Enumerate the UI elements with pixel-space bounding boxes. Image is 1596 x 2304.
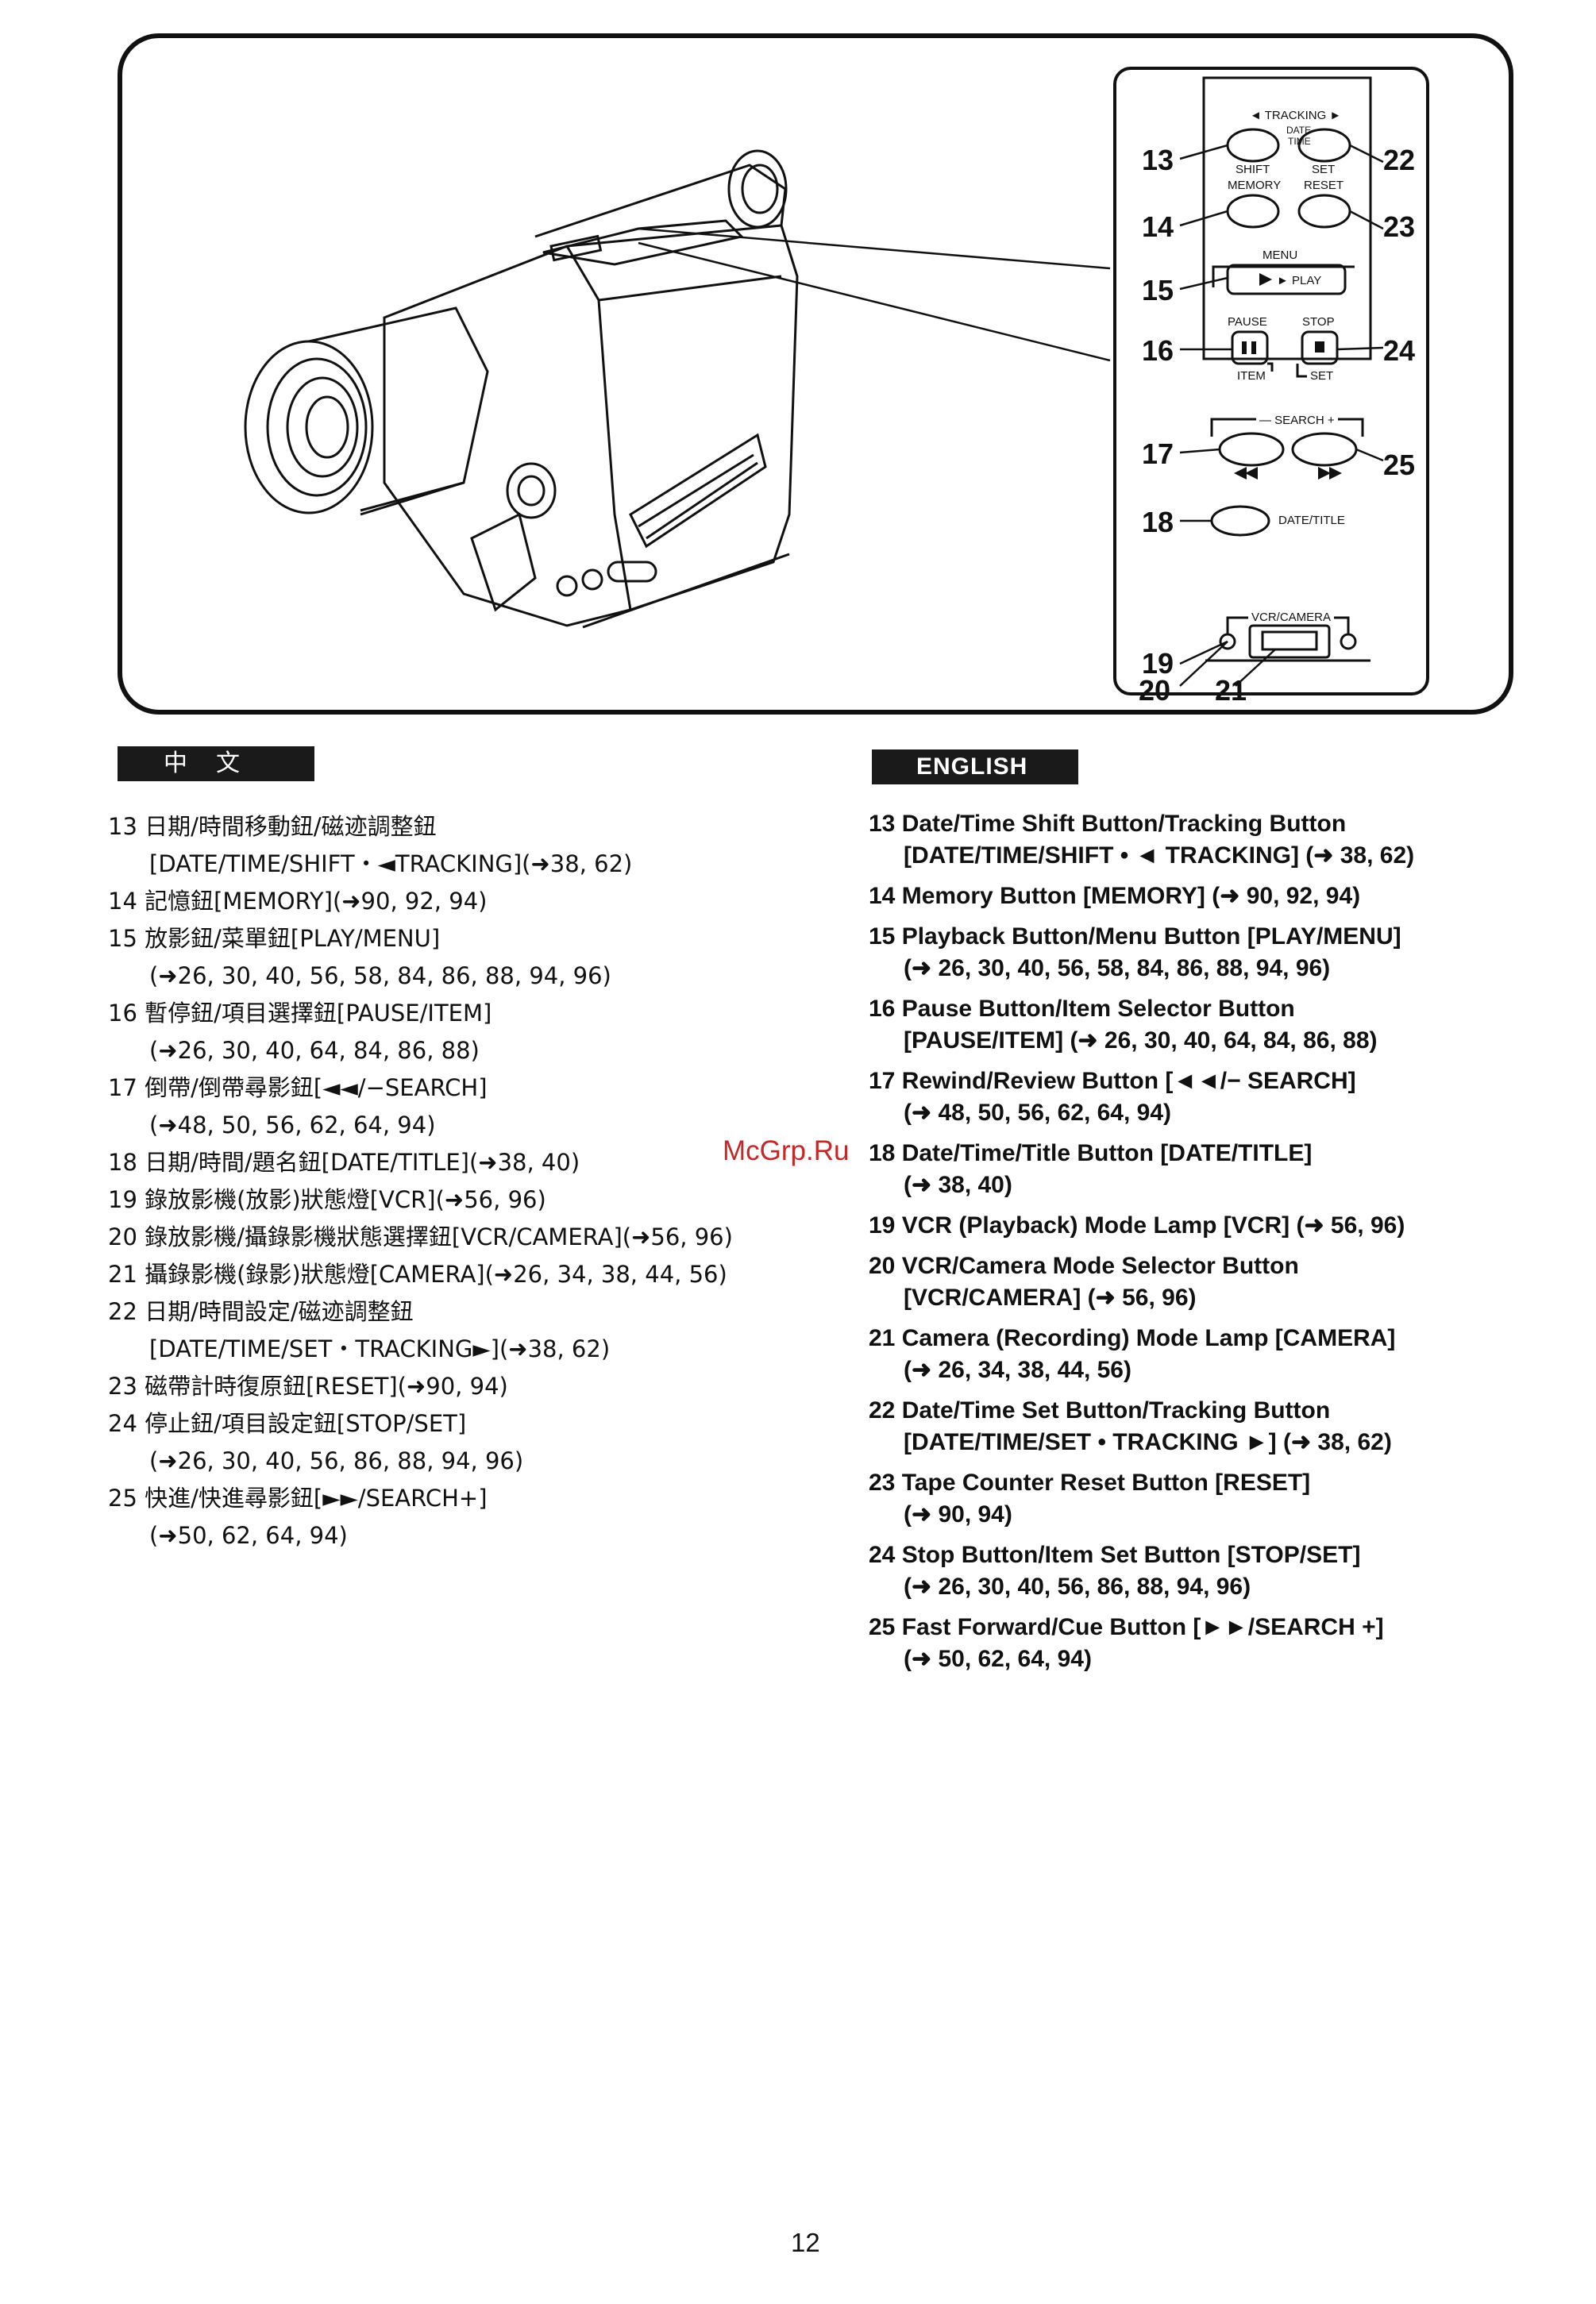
english-button-list: 13 Date/Time Shift Button/Tracking Butto… <box>869 808 1567 1684</box>
callout-13: 13 <box>1142 144 1174 176</box>
label-tracking: ◄ TRACKING ► <box>1250 109 1342 122</box>
list-item: 19 錄放影機(放影)狀態燈[VCR](➜56, 96) <box>108 1186 546 1213</box>
callout-23: 23 <box>1383 210 1416 243</box>
label-reset: RESET <box>1304 179 1344 192</box>
list-item: 19 VCR (Playback) Mode Lamp [VCR] (➜ 56,… <box>869 1212 1405 1239</box>
chinese-button-list: 13 日期/時間移動鈕/磁迹調整鈕[DATE/TIME/SHIFT・◄TRACK… <box>108 808 791 1555</box>
list-item: 21 Camera (Recording) Mode Lamp [CAMERA]… <box>869 1325 1396 1383</box>
list-item: 14 Memory Button [MEMORY] (➜ 90, 92, 94) <box>869 883 1361 909</box>
controls-inset-panel: ◄ TRACKING ► DATE TIME SHIFT SET MEMORY … <box>1113 67 1429 705</box>
watermark: McGrp.Ru <box>723 1135 850 1166</box>
list-item: 21 攝錄影機(錄影)狀態燈[CAMERA](➜26, 34, 38, 44, … <box>108 1261 727 1288</box>
label-play: ► PLAY <box>1277 274 1322 287</box>
list-item: 17 倒帶/倒帶尋影鈕[◄◄/−SEARCH](➜48, 50, 56, 62,… <box>108 1074 488 1139</box>
list-item: 25 快進/快進尋影鈕[►►/SEARCH+](➜50, 62, 64, 94) <box>108 1485 488 1549</box>
list-item: 13 日期/時間移動鈕/磁迹調整鈕[DATE/TIME/SHIFT・◄TRACK… <box>108 813 633 877</box>
page-number: 12 <box>791 2228 820 2257</box>
label-set: SET <box>1312 163 1336 176</box>
label-date: DATE <box>1286 125 1312 136</box>
figure-frame: ◄ TRACKING ► DATE TIME SHIFT SET MEMORY … <box>118 33 1513 715</box>
callout-20: 20 <box>1139 674 1171 707</box>
label-pause: PAUSE <box>1228 315 1267 329</box>
callout-14: 14 <box>1142 210 1174 243</box>
label-stop: STOP <box>1302 315 1335 329</box>
callout-17: 17 <box>1142 437 1174 470</box>
callout-21: 21 <box>1215 674 1247 707</box>
section-header-chinese: 中文 <box>118 746 314 781</box>
callout-16: 16 <box>1142 334 1174 367</box>
callout-25: 25 <box>1383 449 1416 481</box>
section-header-english: ENGLISH <box>872 749 1078 784</box>
label-vcr-camera: VCR/CAMERA <box>1248 611 1335 623</box>
label-search: — SEARCH + <box>1256 414 1338 426</box>
list-item: 22 日期/時間設定/磁迹調整鈕[DATE/TIME/SET・TRACKING►… <box>108 1298 611 1362</box>
label-memory: MEMORY <box>1228 179 1282 192</box>
list-item: 13 Date/Time Shift Button/Tracking Butto… <box>869 811 1415 869</box>
list-item: 20 VCR/Camera Mode Selector Button[VCR/C… <box>869 1253 1299 1311</box>
list-item: 25 Fast Forward/Cue Button [►►/SEARCH +]… <box>869 1614 1384 1672</box>
list-item: 15 Playback Button/Menu Button [PLAY/MEN… <box>869 923 1401 981</box>
label-shift: SHIFT <box>1236 163 1270 176</box>
list-item: 16 暫停鈕/項目選擇鈕[PAUSE/ITEM](➜26, 30, 40, 64… <box>108 1000 492 1064</box>
label-menu: MENU <box>1263 249 1298 262</box>
list-item: 23 Tape Counter Reset Button [RESET](➜ 9… <box>869 1470 1311 1528</box>
label-date-title: DATE/TITLE <box>1278 514 1345 527</box>
label-time: TIME <box>1288 136 1311 147</box>
label-set2: SET <box>1310 369 1334 383</box>
list-item: 23 磁帶計時復原鈕[RESET](➜90, 94) <box>108 1373 508 1400</box>
camcorder-illustration <box>244 149 1111 629</box>
callout-19: 19 <box>1142 647 1174 680</box>
list-item: 17 Rewind/Review Button [◄◄/− SEARCH](➜ … <box>869 1068 1356 1126</box>
list-item: 22 Date/Time Set Button/Tracking Button[… <box>869 1397 1392 1455</box>
list-item: 24 Stop Button/Item Set Button [STOP/SET… <box>869 1542 1361 1600</box>
label-item: ITEM <box>1237 369 1266 383</box>
callout-22: 22 <box>1383 144 1416 176</box>
list-item: 20 錄放影機/攝錄影機狀態選擇鈕[VCR/CAMERA](➜56, 96) <box>108 1223 733 1250</box>
list-item: 16 Pause Button/Item Selector Button[PAU… <box>869 996 1378 1054</box>
list-item: 15 放影鈕/菜單鈕[PLAY/MENU](➜26, 30, 40, 56, 5… <box>108 925 611 989</box>
list-item: 14 記憶鈕[MEMORY](➜90, 92, 94) <box>108 888 488 915</box>
callout-15: 15 <box>1142 274 1174 306</box>
list-item: 18 Date/Time/Title Button [DATE/TITLE](➜… <box>869 1140 1313 1198</box>
callout-24: 24 <box>1383 334 1416 367</box>
list-item: 18 日期/時間/題名鈕[DATE/TITLE](➜38, 40) <box>108 1149 580 1176</box>
callout-18: 18 <box>1142 506 1174 538</box>
list-item: 24 停止鈕/項目設定鈕[STOP/SET](➜26, 30, 40, 56, … <box>108 1410 524 1474</box>
